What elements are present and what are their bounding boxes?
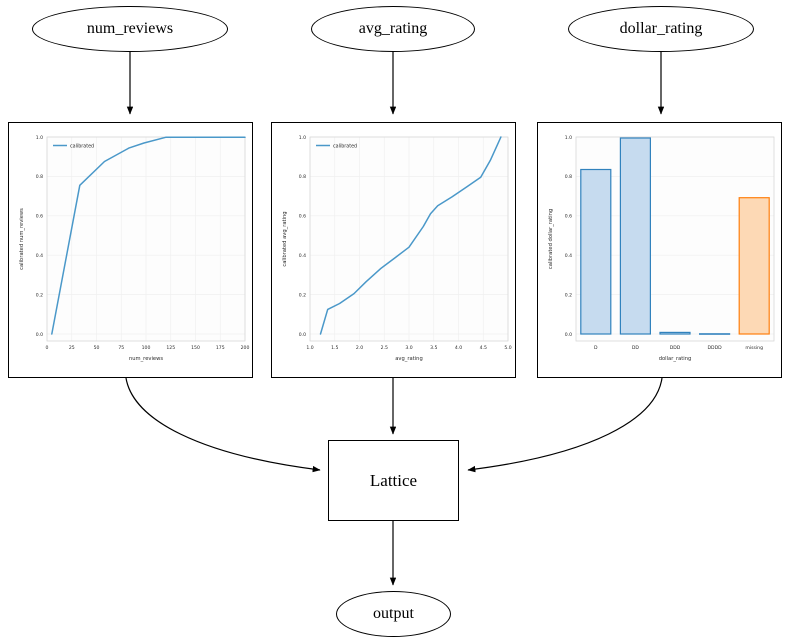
plot1-ytick-labels: 0.0 0.2 0.4 0.6 0.8 1.0 <box>36 135 43 338</box>
node-lattice[interactable]: Lattice <box>328 440 459 521</box>
svg-text:1.0: 1.0 <box>36 135 43 141</box>
node-output[interactable]: output <box>336 591 451 637</box>
svg-text:4.5: 4.5 <box>480 345 487 351</box>
svg-text:missing: missing <box>745 345 763 351</box>
plot1-xlabel: num_reviews <box>129 356 163 362</box>
svg-text:1.5: 1.5 <box>331 345 338 351</box>
svg-text:1.0: 1.0 <box>306 345 313 351</box>
svg-text:D: D <box>594 345 598 351</box>
plot3-xlabel: dollar_rating <box>659 356 692 362</box>
svg-text:125: 125 <box>166 345 175 351</box>
svg-text:100: 100 <box>142 345 151 351</box>
node-output-label: output <box>373 605 414 622</box>
bar-dd <box>619 137 652 335</box>
svg-text:0.0: 0.0 <box>36 332 43 338</box>
svg-text:0.4: 0.4 <box>565 253 572 259</box>
svg-text:2.0: 2.0 <box>356 345 363 351</box>
calibrator-plot-num-reviews: calibrated 0.0 0.2 0.4 0.6 0.8 1.0 0 25 … <box>8 122 253 378</box>
svg-text:3.5: 3.5 <box>430 345 437 351</box>
svg-text:25: 25 <box>69 345 75 351</box>
plot3-ytick-labels: 0.0 0.2 0.4 0.6 0.8 1.0 <box>565 135 572 338</box>
plot2-xlabel: avg_rating <box>395 356 423 362</box>
svg-text:2.5: 2.5 <box>381 345 388 351</box>
svg-text:50: 50 <box>94 345 100 351</box>
svg-text:0.8: 0.8 <box>36 174 43 180</box>
svg-text:0.4: 0.4 <box>299 253 306 259</box>
svg-text:0.8: 0.8 <box>299 174 306 180</box>
svg-text:150: 150 <box>191 345 200 351</box>
plot2-series-calibrated <box>319 136 502 335</box>
plot3-ylabel: calibrated dollar_rating <box>548 209 554 269</box>
svg-text:5.0: 5.0 <box>504 345 511 351</box>
calibrator-plot-dollar-rating: 0.0 0.2 0.4 0.6 0.8 1.0 D DD DDD DDDD mi… <box>537 122 782 378</box>
bar-d <box>580 168 612 335</box>
node-avg-rating[interactable]: avg_rating <box>311 6 475 52</box>
bar-ddd <box>659 331 691 335</box>
plot1-series-calibrated <box>51 136 246 335</box>
plot2-ylabel: calibrated avg_rating <box>282 211 288 266</box>
edge-plot3-to-lattice <box>467 377 663 473</box>
svg-text:0.2: 0.2 <box>565 292 572 298</box>
svg-text:0.0: 0.0 <box>565 332 572 338</box>
plot3-xtick-labels: D DD DDD DDDD missing <box>594 345 763 351</box>
node-num-reviews-label: num_reviews <box>86 20 174 37</box>
svg-text:0.6: 0.6 <box>36 214 43 220</box>
svg-text:75: 75 <box>118 345 124 351</box>
svg-text:DDDD: DDDD <box>708 345 723 351</box>
svg-text:0: 0 <box>46 345 49 351</box>
svg-text:175: 175 <box>216 345 225 351</box>
plot1-legend-label: calibrated <box>70 143 94 149</box>
plot2-legend: calibrated <box>316 143 357 149</box>
svg-text:0.6: 0.6 <box>299 214 306 220</box>
plot1-xtick-labels: 0 25 50 75 100 125 150 175 200 <box>46 345 250 351</box>
plot2-legend-label: calibrated <box>333 143 357 149</box>
node-avg-rating-label: avg_rating <box>358 20 428 37</box>
plot1-legend: calibrated <box>53 143 94 149</box>
svg-text:0.2: 0.2 <box>36 292 43 298</box>
node-dollar-rating-label: dollar_rating <box>619 20 703 37</box>
svg-text:DDD: DDD <box>670 345 681 351</box>
svg-text:0.2: 0.2 <box>299 292 306 298</box>
calibrator-plot-avg-rating: calibrated 0.0 0.2 0.4 0.6 0.8 1.0 1.0 1… <box>271 122 516 378</box>
svg-text:DD: DD <box>632 345 640 351</box>
svg-text:1.0: 1.0 <box>565 135 572 141</box>
bar-missing <box>738 197 770 335</box>
svg-text:3.0: 3.0 <box>405 345 412 351</box>
svg-text:0.8: 0.8 <box>565 174 572 180</box>
plot-num-reviews-svg: calibrated 0.0 0.2 0.4 0.6 0.8 1.0 0 25 … <box>19 135 250 362</box>
node-lattice-label: Lattice <box>369 470 418 490</box>
plot2-ytick-labels: 0.0 0.2 0.4 0.6 0.8 1.0 <box>299 135 306 338</box>
edge-plot1-to-lattice <box>125 377 321 473</box>
svg-text:0.6: 0.6 <box>565 214 572 220</box>
svg-text:1.0: 1.0 <box>299 135 306 141</box>
plot3-bars <box>580 137 770 335</box>
node-dollar-rating[interactable]: dollar_rating <box>568 6 754 52</box>
svg-text:0.4: 0.4 <box>36 253 43 259</box>
plot-dollar-rating-svg: 0.0 0.2 0.4 0.6 0.8 1.0 D DD DDD DDDD mi… <box>548 135 775 362</box>
plot2-xtick-labels: 1.0 1.5 2.0 2.5 3.0 3.5 4.0 4.5 5.0 <box>306 345 511 351</box>
svg-text:200: 200 <box>241 345 250 351</box>
svg-text:4.0: 4.0 <box>455 345 462 351</box>
svg-text:0.0: 0.0 <box>299 332 306 338</box>
plot1-ylabel: calibrated num_reviews <box>19 208 25 270</box>
plot-avg-rating-svg: calibrated 0.0 0.2 0.4 0.6 0.8 1.0 1.0 1… <box>282 135 512 362</box>
node-num-reviews[interactable]: num_reviews <box>32 6 228 52</box>
